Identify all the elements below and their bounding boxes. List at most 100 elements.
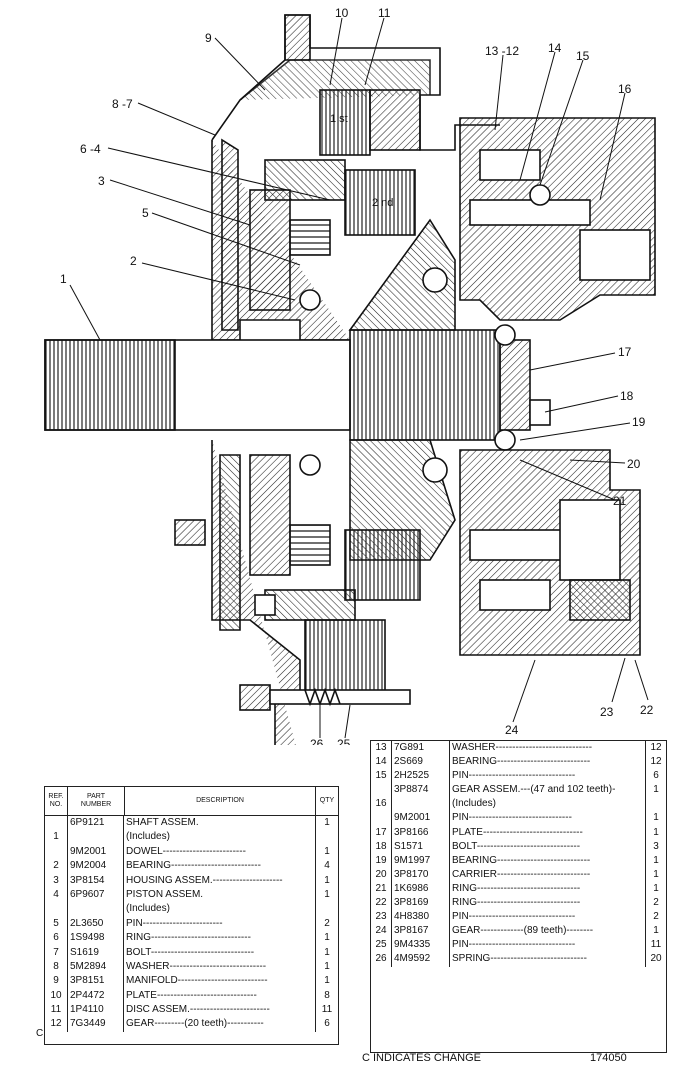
ref-cell: 10 (45, 988, 68, 1004)
ref-cell (45, 844, 68, 860)
description-cell: MANIFOLD--------------------------- (124, 974, 316, 989)
part-number-cell: 9M2001 (392, 811, 450, 826)
ref-cell: 4 (45, 887, 68, 903)
qty-cell: 1 (653, 854, 659, 866)
description-cell: BEARING--------------------------- (124, 859, 316, 874)
header-qty: QTY (319, 797, 335, 804)
part-number-cell: 2H2525 (392, 769, 450, 784)
ref-cell: 21 (371, 881, 392, 897)
part-number-cell: 5M2894 (68, 959, 124, 975)
description-cell: WASHER----------------------------- (450, 741, 646, 756)
ref-cell: 12 (45, 1017, 68, 1032)
ref-cell: 17 (371, 825, 392, 840)
qty-cell: 3 (653, 840, 659, 852)
description-cell: SPRING----------------------------- (450, 952, 646, 967)
header-part-number: NUMBER (80, 801, 112, 808)
callout-5: 5 (142, 206, 149, 220)
description-cell: PLATE------------------------------ (124, 988, 316, 1004)
table-row: 16(Includes) (371, 797, 666, 812)
part-number-cell: 3P8170 (392, 867, 450, 882)
qty-cell: 1 (324, 932, 330, 944)
callout-23: 23 (600, 705, 614, 719)
ref-cell: 3 (45, 873, 68, 888)
qty-cell: 1 (324, 946, 330, 958)
qty-cell: 6 (653, 770, 659, 782)
ref-cell: 8 (45, 959, 68, 975)
callout-11: 11 (378, 6, 391, 20)
callout-13-12: 13 -12 (485, 44, 519, 58)
description-cell: PISTON ASSEM. (124, 887, 316, 903)
callout-24: 24 (505, 723, 519, 737)
qty-cell: 11 (321, 1004, 333, 1016)
callout-18: 18 (620, 389, 634, 403)
part-number-cell (68, 902, 124, 917)
header-ref-no: NO. (49, 801, 63, 808)
qty-cell: 4 (324, 860, 330, 872)
ref-cell: 20 (371, 867, 392, 882)
description-cell: RING------------------------------- (450, 896, 646, 911)
description-cell: BEARING---------------------------- (450, 853, 646, 868)
description-cell: GEAR ASSEM.---(47 and 102 teeth)- (450, 783, 646, 798)
description-cell: (Includes) (124, 830, 316, 845)
header-part: PART (86, 793, 106, 800)
qty-cell: 1 (324, 888, 330, 900)
ref-cell: 14 (371, 755, 392, 770)
part-number-cell: 9M1997 (392, 853, 450, 868)
ref-cell (45, 816, 68, 831)
qty-cell: 1 (324, 817, 330, 828)
description-cell: RING------------------------------ (124, 931, 316, 946)
part-number-cell: 6P9121 (68, 816, 124, 831)
qty-cell: 1 (324, 975, 330, 987)
part-number-cell: 6P9607 (68, 887, 124, 903)
ref-cell: 18 (371, 839, 392, 854)
ref-cell: 7 (45, 945, 68, 960)
ref-cell: 1 (45, 830, 68, 845)
callout-1: 1 (60, 272, 67, 286)
header-description: DESCRIPTION (196, 797, 244, 804)
callout-8-7: 8 -7 (112, 97, 133, 111)
part-number-cell: 2L3650 (68, 916, 124, 932)
part-number-cell (392, 797, 450, 812)
table-row: (Includes) (45, 902, 338, 917)
qty-cell: 8 (324, 989, 330, 1001)
callout-25: 25 (337, 737, 351, 745)
part-number-cell: 9M2004 (68, 859, 124, 874)
part-number-cell: 9M4335 (392, 938, 450, 953)
callout-20: 20 (627, 457, 641, 471)
description-cell: PIN------------------------------- (450, 811, 646, 826)
callout-19: 19 (632, 415, 646, 429)
part-number-cell: 1K6986 (392, 881, 450, 897)
callout-22: 22 (640, 703, 654, 717)
callout-17: 17 (618, 345, 632, 359)
qty-cell (646, 797, 666, 811)
ref-cell: 13 (371, 741, 392, 756)
qty-cell: 12 (650, 756, 662, 768)
callout-15: 15 (576, 49, 590, 63)
description-cell: PLATE------------------------------ (450, 825, 646, 840)
callout-14: 14 (548, 41, 562, 55)
ref-cell (45, 902, 68, 917)
description-cell: WASHER----------------------------- (124, 959, 316, 975)
description-cell: (Includes) (450, 797, 646, 812)
change-mark: C (36, 1028, 44, 1039)
description-cell: BOLT------------------------------- (124, 945, 316, 960)
